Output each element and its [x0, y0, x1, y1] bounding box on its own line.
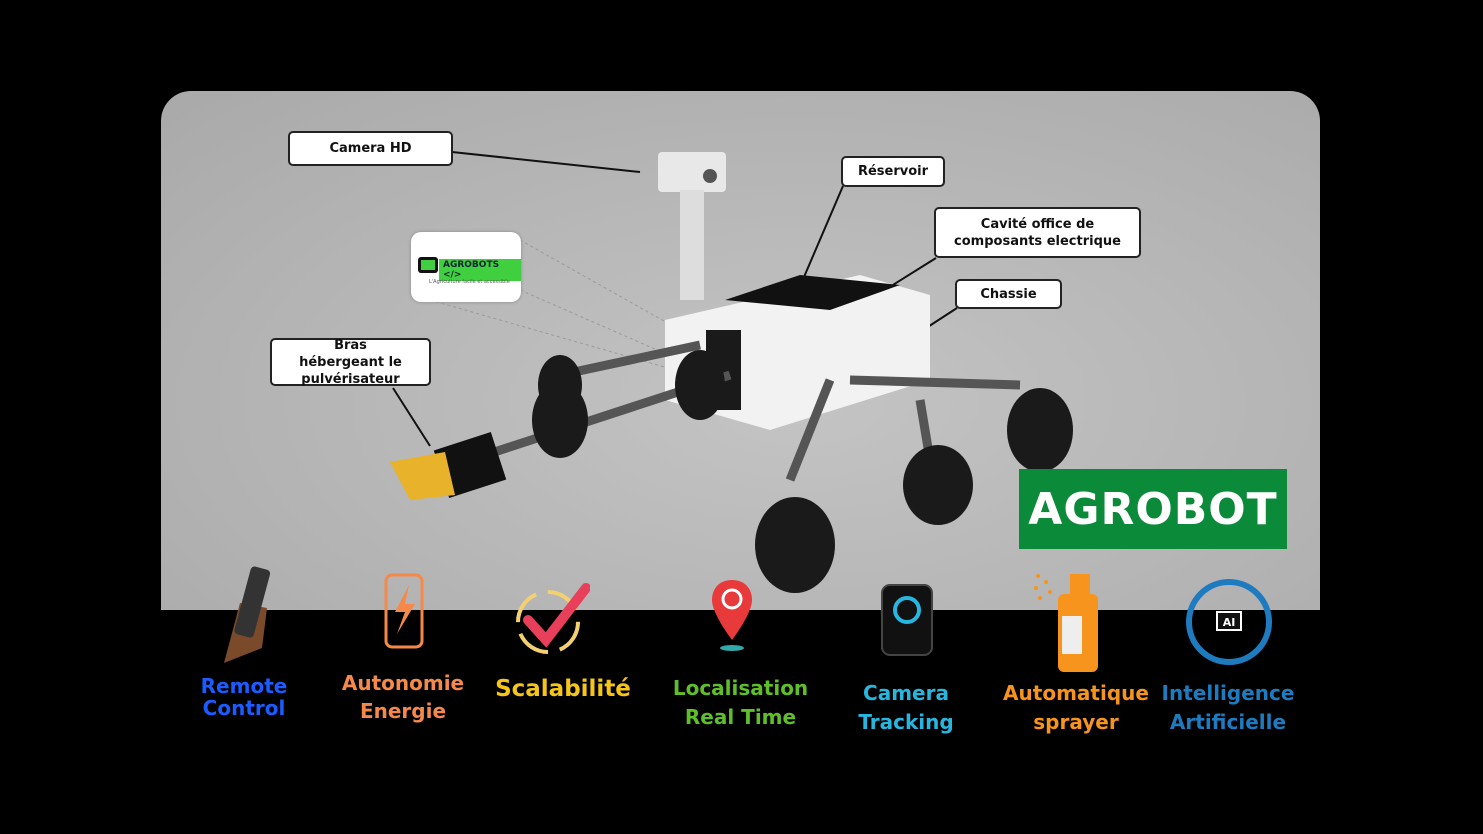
logo-text: AGROBOTS </>: [439, 259, 521, 281]
feature-scalability: Scalabilité: [495, 676, 631, 702]
callout-camera-hd: Camera HD: [288, 131, 453, 166]
feature-real-time-location: Localisation Real Time: [672, 676, 809, 729]
logo-subtitle: L'Agriculture facile et accessible: [429, 279, 510, 285]
feature-automatic-sprayer: Automatique sprayer: [1003, 681, 1149, 734]
feature-artificial-intelligence: Intelligence Artificielle: [1161, 681, 1295, 734]
remote-control-icon: [224, 566, 271, 663]
battery-bolt-icon: [384, 573, 424, 649]
svg-text:AI: AI: [1223, 616, 1236, 629]
spray-bottle-icon: [1034, 574, 1098, 672]
feature-energy-autonomy: Autonomie Energie: [341, 671, 465, 723]
map-pin-icon: [712, 580, 752, 651]
brand-badge: AGROBOT: [1019, 469, 1287, 549]
feature-remote-control: Remote Control: [200, 674, 288, 720]
callout-sprayer-arm: Bras hébergeant le pulvérisateur: [270, 338, 431, 387]
robot-head-icon: [418, 257, 438, 273]
callout-electrical-cavity: Cavité office de composants electrique: [934, 207, 1141, 258]
rover-body: [390, 152, 1073, 593]
camera-icon: [881, 584, 933, 656]
callout-reservoir: Réservoir: [841, 156, 945, 187]
agrobots-logo: AGROBOTS </> L'Agriculture facile et acc…: [411, 232, 521, 302]
callout-chassis: Chassie: [955, 279, 1062, 309]
cycle-check-icon: [516, 583, 590, 654]
feature-camera-tracking: Camera Tracking: [858, 681, 954, 734]
ai-brain-icon: AI: [1186, 579, 1272, 665]
